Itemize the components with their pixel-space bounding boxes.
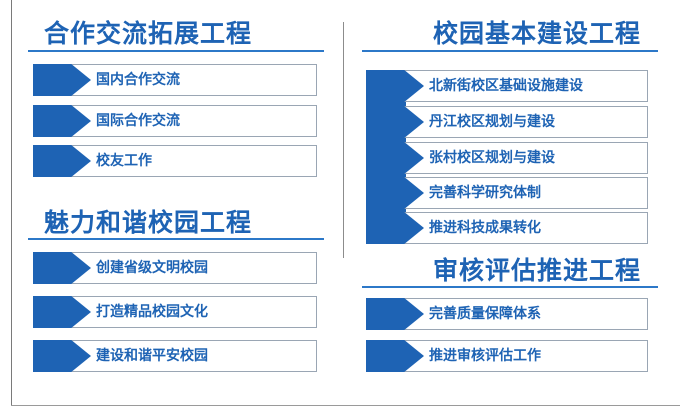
arrow-marker-icon xyxy=(33,145,91,177)
section-rule-cooperation xyxy=(28,50,324,52)
list-item-quality-assurance[interactable]: 完善质量保障体系 xyxy=(366,298,648,330)
item-label: 推进审核评估工作 xyxy=(429,348,541,364)
list-item-civilized-campus[interactable]: 创建省级文明校园 xyxy=(33,252,317,284)
arrow-marker-icon xyxy=(33,105,91,137)
list-item-safe-campus[interactable]: 建设和谐平安校园 xyxy=(33,340,317,372)
column-divider xyxy=(343,22,344,258)
item-label: 国内合作交流 xyxy=(96,72,180,88)
list-item-audit-evaluation[interactable]: 推进审核评估工作 xyxy=(366,340,648,372)
arrow-marker-icon xyxy=(366,106,424,138)
section-title-cooperation: 合作交流拓展工程 xyxy=(44,19,253,48)
item-label: 打造精品校园文化 xyxy=(96,304,208,320)
section-title-harmony: 魅力和谐校园工程 xyxy=(44,208,253,237)
list-item-research-system[interactable]: 完善科学研究体制 xyxy=(366,177,648,209)
section-rule-harmony xyxy=(28,238,324,240)
arrow-marker-icon xyxy=(33,252,91,284)
arrow-marker-icon xyxy=(33,64,91,96)
list-item-beixinjie-infrastructure[interactable]: 北新街校区基础设施建设 xyxy=(366,70,648,102)
arrow-marker-icon xyxy=(366,177,424,209)
item-label: 张村校区规划与建设 xyxy=(429,150,555,166)
item-label: 校友工作 xyxy=(96,153,152,169)
item-label: 完善质量保障体系 xyxy=(429,306,541,322)
arrow-marker-icon xyxy=(366,212,424,244)
frame-bottom-line xyxy=(11,405,680,406)
arrow-marker-icon xyxy=(366,298,424,330)
list-item-tech-transfer[interactable]: 推进科技成果转化 xyxy=(366,212,648,244)
item-label: 丹江校区规划与建设 xyxy=(429,114,555,130)
arrow-marker-icon xyxy=(366,142,424,174)
arrow-marker-icon xyxy=(33,296,91,328)
item-label: 建设和谐平安校园 xyxy=(96,348,208,364)
section-title-evaluation: 审核评估推进工程 xyxy=(433,256,642,285)
arrow-marker-icon xyxy=(366,70,424,102)
list-item-international-cooperation[interactable]: 国际合作交流 xyxy=(33,105,317,137)
item-label: 北新街校区基础设施建设 xyxy=(429,78,583,94)
item-label: 国际合作交流 xyxy=(96,113,180,129)
item-label: 创建省级文明校园 xyxy=(96,260,208,276)
item-label: 推进科技成果转化 xyxy=(429,220,541,236)
arrow-marker-icon xyxy=(33,340,91,372)
section-rule-evaluation xyxy=(362,286,658,288)
arrow-marker-icon xyxy=(366,340,424,372)
list-item-domestic-cooperation[interactable]: 国内合作交流 xyxy=(33,64,317,96)
section-title-infrastructure: 校园基本建设工程 xyxy=(433,19,642,48)
list-item-campus-culture[interactable]: 打造精品校园文化 xyxy=(33,296,317,328)
list-item-danjiang-planning[interactable]: 丹江校区规划与建设 xyxy=(366,106,648,138)
item-label: 完善科学研究体制 xyxy=(429,185,541,201)
frame-left-line xyxy=(11,0,12,406)
list-item-alumni-work[interactable]: 校友工作 xyxy=(33,145,317,177)
list-item-zhangcun-planning[interactable]: 张村校区规划与建设 xyxy=(366,142,648,174)
section-rule-infrastructure xyxy=(362,50,658,52)
